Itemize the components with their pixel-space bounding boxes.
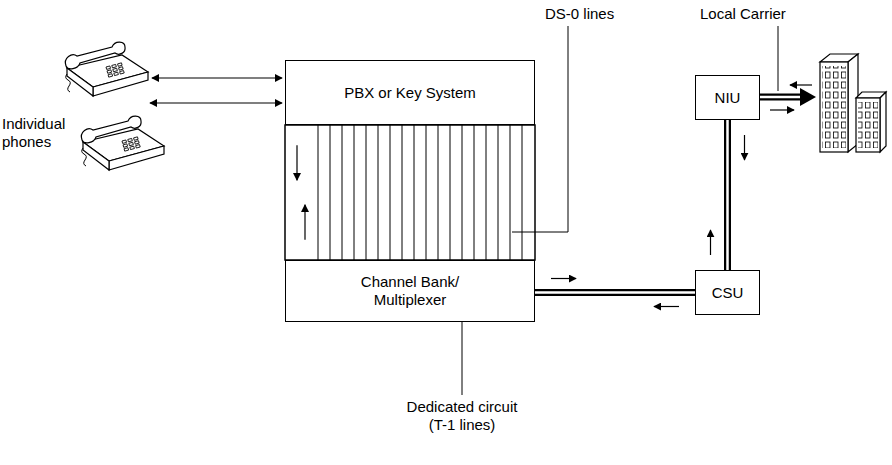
ds0-line-band [285,125,535,260]
direction-arrow [551,278,576,279]
building-icon [820,54,886,152]
box-label: NIU [715,89,741,107]
callout-label: Local Carrier [700,5,786,23]
process-box: PBX or Key System [285,60,535,125]
box-label: CSU [712,284,744,302]
box-label: Channel Bank/ Multiplexer [353,273,468,309]
connector [297,145,305,240]
process-box: NIU [695,75,760,120]
process-box: Channel Bank/ Multiplexer [285,260,535,322]
circuit-line-inner [535,291,695,294]
telephone-icon [65,42,148,96]
direction-arrow [710,230,711,255]
phone-link-arrows [150,78,282,103]
connector [535,279,695,307]
circuit-line-inner [726,120,729,270]
carrier-line [760,85,816,110]
direction-arrow [744,135,745,160]
direction-arrow [304,205,305,240]
callout-label: Dedicated circuit (T-1 lines) [397,398,527,434]
circuit-line [724,120,731,270]
process-box: CSU [695,270,760,315]
direction-arrow [654,306,679,307]
direction-arrow [296,145,297,180]
callout-label: DS-0 lines [545,5,614,23]
box-label: PBX or Key System [344,84,476,102]
connector [711,120,745,270]
circuit-line [535,289,695,296]
callout-label: Individual phones [2,115,76,151]
telephone-icon [81,116,164,170]
